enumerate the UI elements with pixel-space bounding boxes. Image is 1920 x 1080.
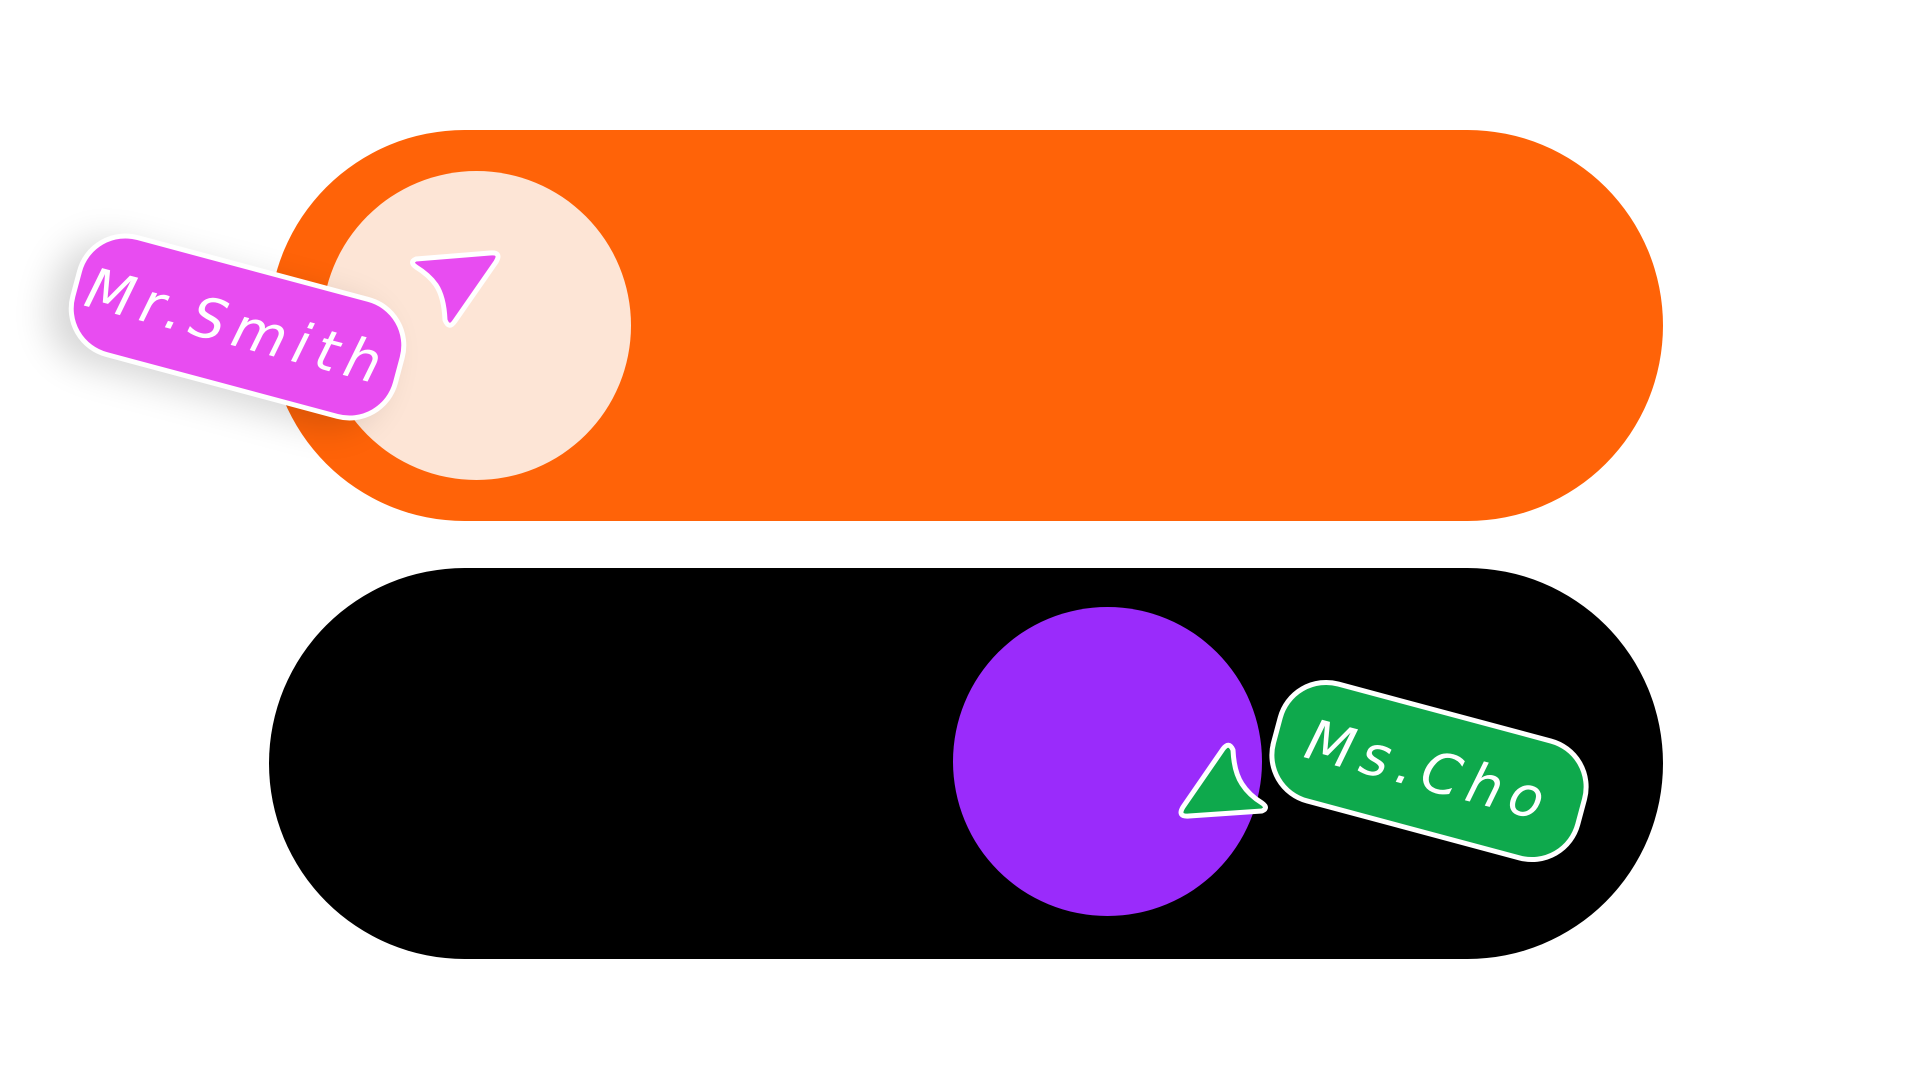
toggle-knob-top[interactable] <box>322 171 631 480</box>
toggle-knob-bottom[interactable] <box>953 607 1262 916</box>
